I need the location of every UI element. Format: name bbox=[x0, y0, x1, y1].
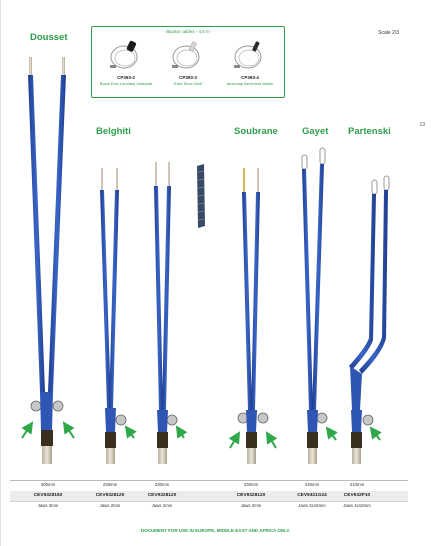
forceps-soubrane bbox=[228, 168, 278, 464]
jaws-cell: Jaws 2mm bbox=[240, 503, 262, 508]
code-row: CEV9328150 CEV9328120 CEV9328120 CEV9328… bbox=[10, 491, 408, 502]
forceps-partenski bbox=[349, 175, 390, 464]
cable-code: CP393-3 bbox=[179, 75, 197, 80]
code-cell: CEV9321G24 bbox=[297, 493, 327, 498]
footer-disclaimer: DOCUMENT FOR USE IN EUROPE, MIDDLE-EAST … bbox=[140, 528, 291, 533]
forceps-belghiti-2 bbox=[154, 162, 188, 464]
page-number: 13 bbox=[419, 122, 425, 128]
length-cell: 230mm bbox=[102, 482, 118, 487]
jaws-cell: Jaws 2mm bbox=[151, 503, 173, 508]
length-cell: 230mm bbox=[154, 482, 170, 487]
length-cell: 240mm bbox=[304, 482, 320, 487]
jaw-detail-image bbox=[197, 164, 205, 228]
code-cell: CEV9328120 bbox=[236, 493, 266, 498]
code-cell: CEV9328150 bbox=[33, 493, 63, 498]
jaws-cell: Jaws 3mm bbox=[37, 503, 59, 508]
title-gayet: Gayet bbox=[302, 126, 329, 137]
jaws-cell: Jaws 2mm bbox=[99, 503, 121, 508]
jaws-cell: Jaws 5x15mm bbox=[298, 503, 326, 508]
jaws-cell: Jaws 4x10mm bbox=[343, 503, 371, 508]
title-partenski: Partenski bbox=[348, 126, 391, 137]
forceps-illustrations bbox=[21, 57, 390, 464]
cable-image bbox=[172, 41, 200, 69]
cable-code: CP393-4 bbox=[241, 75, 259, 80]
scale-label: Scale 2/3 bbox=[378, 30, 399, 36]
forceps-dousset bbox=[21, 57, 75, 464]
bipolar-cables-panel: Bipolar cables - 4,5 m CP393-2 Bowa Emc … bbox=[91, 26, 285, 98]
cable-brand: Aesculap Berchtold Martin bbox=[226, 81, 274, 86]
code-cell: CEV9328120 bbox=[95, 493, 125, 498]
cable-item: CP393-2 Bowa Emc Lamidey Valleylab bbox=[96, 35, 156, 95]
cable-item: CP393-4 Aesculap Berchtold Martin bbox=[220, 35, 280, 95]
forceps-belghiti-1 bbox=[100, 168, 137, 464]
cable-item: CP393-3 Erbe Storz Wolf bbox=[158, 35, 218, 95]
code-cell: CEV932P10 bbox=[343, 493, 371, 498]
cable-image bbox=[110, 40, 138, 69]
reference-table: 300mm 230mm 230mm 230mm 240mm 210mm CEV9… bbox=[10, 480, 408, 512]
page-edge bbox=[0, 0, 1, 546]
forceps-gayet bbox=[301, 147, 338, 464]
length-row: 300mm 230mm 230mm 230mm 240mm 210mm bbox=[10, 481, 408, 491]
jaws-row: Jaws 3mm Jaws 2mm Jaws 2mm Jaws 2mm Jaws… bbox=[10, 502, 408, 512]
title-soubrane: Soubrane bbox=[234, 126, 278, 137]
cable-brand: Bowa Emc Lamidey Valleylab bbox=[99, 81, 153, 86]
title-dousset: Dousset bbox=[30, 32, 68, 43]
length-cell: 300mm bbox=[40, 482, 56, 487]
cable-code: CP393-2 bbox=[117, 75, 135, 80]
code-cell: CEV9328120 bbox=[147, 493, 177, 498]
cables-title: Bipolar cables - 4,5 m bbox=[166, 29, 210, 34]
cable-image bbox=[234, 41, 262, 69]
title-belghiti: Belghiti bbox=[96, 126, 131, 137]
length-cell: 230mm bbox=[243, 482, 259, 487]
cable-brand: Erbe Storz Wolf bbox=[174, 81, 202, 86]
length-cell: 210mm bbox=[349, 482, 365, 487]
